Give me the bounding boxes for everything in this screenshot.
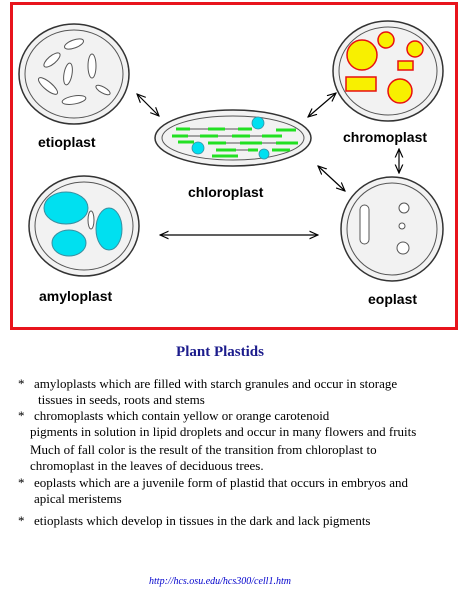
diagram-frame: [10, 2, 458, 330]
amyloplast-inner-body: [34, 181, 134, 271]
proplastid-lamella: [359, 204, 370, 245]
label-amyloplast: amyloplast: [39, 288, 113, 304]
chloroplast-membrane: [154, 109, 312, 167]
etioplast-membrane: [18, 23, 130, 125]
note-line: chromoplast in the leaves of deciduous t…: [30, 458, 264, 473]
eoplast-membrane: [340, 176, 444, 282]
pigment-droplet: [387, 78, 413, 104]
proplastid-vesicle: [398, 202, 410, 214]
prolamellar-body: [87, 53, 97, 79]
figure-caption: Plant Plastids: [176, 344, 264, 360]
note-etioplasts: * etioplasts which develop in tissues in…: [18, 513, 468, 529]
starch-granule: [43, 191, 89, 225]
pigment-droplet: [346, 39, 378, 71]
starch-grain: [191, 141, 205, 155]
prolamellar-body: [37, 77, 59, 95]
plastid-notes: * amyloplasts which are filled with star…: [18, 376, 468, 529]
amyloplast-drawing: [28, 175, 140, 277]
eoplast-inner-body: [346, 182, 438, 276]
source-link[interactable]: http://hcs.osu.edu/hcs300/cell1.htm: [149, 576, 291, 587]
note-amyloplasts: * amyloplasts which are filled with star…: [18, 376, 468, 408]
bullet-star: *: [18, 475, 25, 490]
prolamellar-body: [43, 52, 61, 68]
starch-granule: [51, 229, 87, 257]
label-eoplast: eoplast: [368, 291, 418, 307]
proplastid-vesicle: [398, 222, 406, 230]
chromoplast-drawing: [332, 20, 444, 122]
amyloplast-membrane: [28, 175, 140, 277]
label-chromoplast: chromoplast: [343, 129, 428, 145]
membrane-fragment: [87, 210, 95, 230]
starch-grain: [251, 116, 265, 130]
chloroplast-inner-body: [161, 115, 305, 161]
pigment-crystal: [345, 76, 377, 92]
note-line: etioplasts which develop in tissues in t…: [34, 513, 371, 528]
bullet-star: *: [18, 376, 25, 391]
thylakoid-stacks: [172, 127, 298, 158]
eoplast-drawing: [340, 176, 444, 282]
note-eoplasts: * eoplasts which are a juvenile form of …: [18, 475, 468, 507]
pigment-crystal: [397, 60, 414, 71]
bullet-star: *: [18, 408, 25, 423]
prolamellar-body: [63, 62, 73, 86]
prolamellar-body: [61, 95, 87, 105]
starch-granule: [95, 207, 123, 251]
pigment-droplet: [377, 31, 395, 49]
note-line: amyloplasts which are filled with starch…: [34, 376, 398, 391]
label-chloroplast: chloroplast: [188, 184, 264, 200]
prolamellar-body: [64, 38, 84, 50]
pigment-droplet: [406, 40, 424, 58]
arrow-etioplast-chloroplast: [137, 94, 159, 116]
chloroplast-drawing: [154, 109, 312, 167]
starch-grain: [258, 148, 270, 160]
note-line: chromoplasts which contain yellow or ora…: [34, 408, 330, 423]
chromoplast-inner-body: [338, 26, 438, 116]
prolamellar-body: [95, 84, 111, 96]
note-chromoplasts: * chromoplasts which contain yellow or o…: [18, 408, 468, 474]
etioplast-inner-body: [24, 29, 124, 119]
etioplast-drawing: [18, 23, 130, 125]
arrow-chloroplast-chromoplast: [308, 93, 336, 117]
note-line: apical meristems: [34, 491, 122, 506]
label-etioplast: etioplast: [38, 134, 96, 150]
bullet-star: *: [18, 513, 25, 528]
note-line: eoplasts which are a juvenile form of pl…: [34, 475, 409, 490]
note-line: tissues in seeds, roots and stems: [38, 392, 205, 407]
note-line: Much of fall color is the result of the …: [30, 442, 377, 457]
note-line: pigments in solution in lipid droplets a…: [30, 424, 417, 439]
arrow-chloroplast-eoplast: [318, 166, 345, 191]
proplastid-vesicle: [396, 241, 410, 255]
